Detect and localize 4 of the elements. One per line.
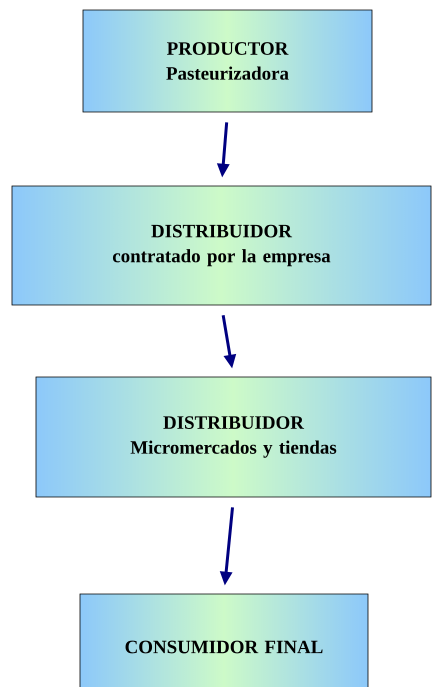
process-box: DISTRIBUIDOR Micromercados y tiendas (36, 376, 432, 498)
process-box: DISTRIBUIDOR contratado por la empresa (12, 186, 432, 306)
process-box: PRODUCTOR Pasteurizadora (82, 10, 372, 112)
process-box: CONSUMIDOR FINAL (80, 594, 368, 687)
